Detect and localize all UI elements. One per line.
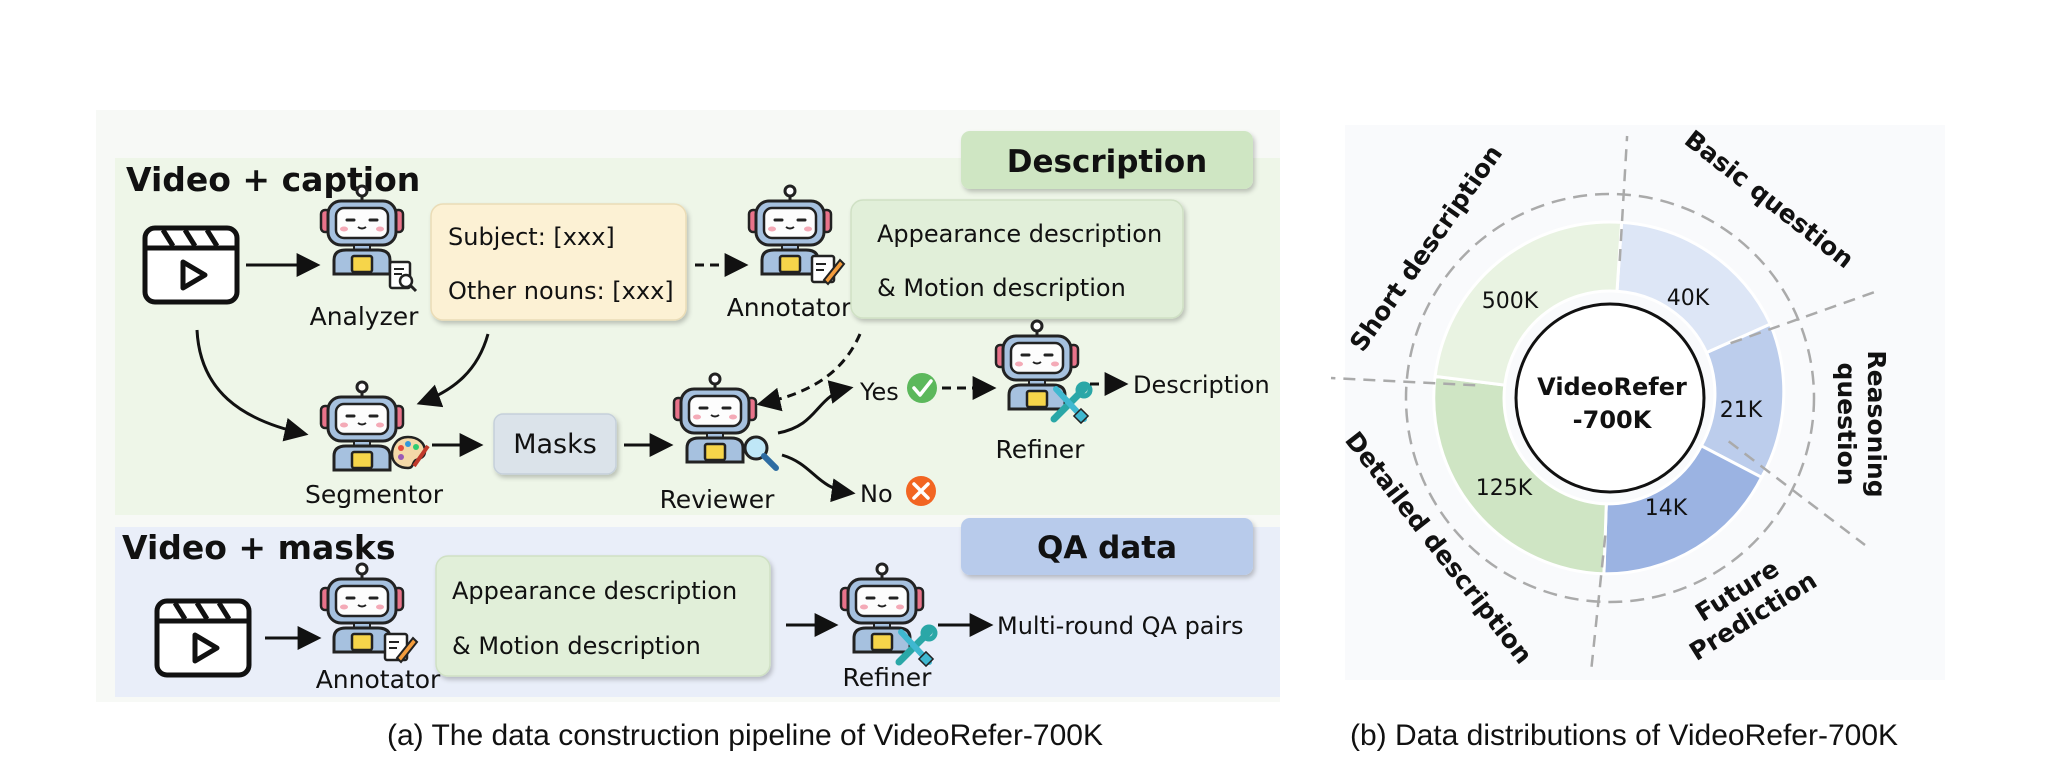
center-label-line-1: VideoRefer bbox=[1537, 373, 1687, 401]
annotator-output-box bbox=[850, 199, 1184, 319]
qa-annotator-output-box bbox=[435, 555, 771, 677]
description-tag-box bbox=[961, 131, 1253, 189]
center-circle bbox=[1514, 302, 1706, 494]
qa-output: Multi-round QA pairs bbox=[997, 612, 1244, 640]
value-future-prediction: 14K bbox=[1645, 496, 1688, 521]
qa-section-title: Video + masks bbox=[122, 528, 395, 567]
description-tag: Description bbox=[1007, 144, 1208, 180]
analyzer-output-box bbox=[430, 203, 687, 321]
description-section-title: Video + caption bbox=[126, 160, 420, 199]
video-icon bbox=[145, 228, 237, 302]
segmentor-label: Segmentor bbox=[305, 480, 444, 509]
value-reasoning-question: 21K bbox=[1720, 398, 1763, 423]
yes-label: Yes bbox=[859, 378, 899, 406]
segment-separators bbox=[1330, 135, 1881, 673]
qa-annotator-label: Annotator bbox=[316, 665, 441, 694]
segments-group bbox=[1432, 220, 1786, 576]
pipeline-panel: Video + caption Description Analyzer Sub… bbox=[96, 110, 1280, 752]
masks-box bbox=[493, 413, 617, 475]
arrow-reviewer-to-yes bbox=[777, 380, 854, 435]
distribution-panel: VideoRefer -700K 40K 21K 14K 125K 500K B… bbox=[1330, 124, 1945, 752]
qa-tag: QA data bbox=[1037, 530, 1177, 566]
qa-video-icon bbox=[157, 601, 249, 675]
value-detailed-description: 125K bbox=[1476, 476, 1533, 501]
no-label: No bbox=[860, 480, 893, 508]
annotator-output-line-1: Appearance description bbox=[877, 220, 1162, 248]
value-short-description: 500K bbox=[1482, 289, 1539, 314]
pipeline-caption: (a) The data construction pipeline of Vi… bbox=[387, 719, 1103, 752]
qa-refiner-label: Refiner bbox=[843, 663, 933, 692]
analyzer-output-line-2: Other nouns: [xxx] bbox=[448, 277, 674, 305]
description-output: Description bbox=[1133, 371, 1270, 399]
reviewer-label: Reviewer bbox=[660, 485, 776, 514]
arrow-annotator-to-reviewer bbox=[756, 333, 862, 412]
label-reasoning-line-1: Reasoning bbox=[1862, 350, 1891, 497]
label-reasoning-line-2: question bbox=[1832, 362, 1861, 485]
arrow-video-to-segmentor bbox=[195, 329, 309, 442]
arrow-analyzer-to-segmentor bbox=[416, 333, 490, 408]
qa-annotator-output-line-2: & Motion description bbox=[452, 632, 701, 660]
segment-detailed-description bbox=[1432, 374, 1608, 576]
cross-icon bbox=[906, 476, 936, 506]
check-icon bbox=[907, 373, 937, 403]
annotator-output-line-2: & Motion description bbox=[877, 274, 1126, 302]
value-basic-question: 40K bbox=[1667, 286, 1710, 311]
segment-short-description bbox=[1433, 220, 1624, 387]
outer-dashed-ring bbox=[1404, 192, 1816, 604]
refiner-label: Refiner bbox=[996, 435, 1086, 464]
distribution-caption: (b) Data distributions of VideoRefer-700… bbox=[1350, 719, 1898, 752]
arrow-reviewer-to-no bbox=[781, 453, 856, 503]
analyzer-output-line-1: Subject: [xxx] bbox=[448, 223, 615, 251]
masks-label: Masks bbox=[513, 429, 597, 460]
center-label-line-2: -700K bbox=[1573, 406, 1653, 434]
qa-annotator-output-line-1: Appearance description bbox=[452, 577, 737, 605]
qa-tag-box bbox=[961, 518, 1253, 575]
annotator-label: Annotator bbox=[727, 293, 852, 322]
analyzer-label: Analyzer bbox=[310, 302, 420, 331]
